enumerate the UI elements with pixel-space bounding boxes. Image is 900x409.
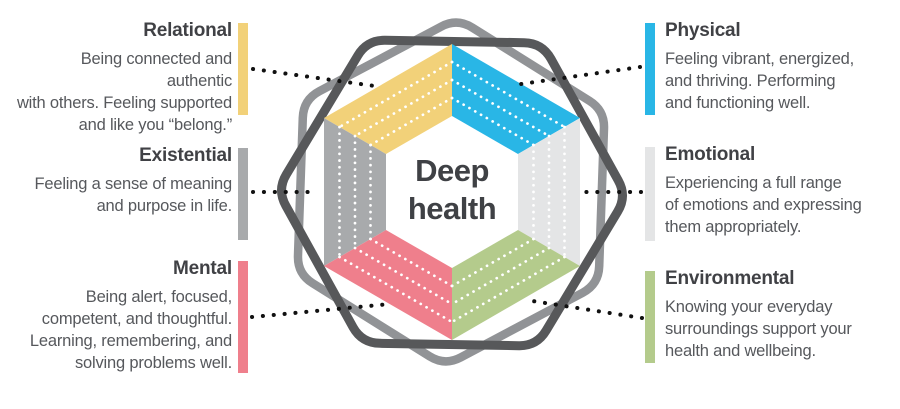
dimension-description-emotional: Experiencing a full range of emotions an…: [665, 174, 862, 236]
entry-relational: Relational Being connected and authentic…: [14, 21, 248, 136]
segment-environmental: [452, 230, 580, 340]
entry-existential: Existential Feeling a sense of meaning a…: [14, 146, 248, 240]
leader-physical: [519, 65, 642, 86]
physical-color-bar: [645, 23, 655, 115]
outline-hexagon-light: [293, 18, 609, 366]
dimension-title-environmental: Environmental: [665, 268, 795, 289]
leader-relational: [251, 67, 377, 88]
dimension-description-relational: Being connected and authentic with other…: [16, 50, 232, 134]
dimension-title-physical: Physical: [665, 20, 741, 41]
leader-environmental: [524, 298, 644, 320]
center-label: Deep health: [407, 153, 497, 226]
relational-color-bar: [238, 23, 248, 115]
entry-emotional: Emotional Experiencing a full range of e…: [645, 145, 897, 241]
outline-hexagon-dark: [277, 35, 627, 351]
segment-dotted-lines: [338, 60, 566, 324]
dimension-description-environmental: Knowing your everyday surroundings suppo…: [665, 298, 852, 360]
emotional-color-bar: [645, 147, 655, 241]
dimension-title-emotional: Emotional: [665, 144, 756, 165]
entry-mental: Mental Being alert, focused, competent, …: [14, 259, 248, 374]
dimension-description-existential: Feeling a sense of meaning and purpose i…: [34, 175, 232, 215]
mental-color-bar: [238, 261, 248, 373]
entry-environmental: Environmental Knowing your everyday surr…: [645, 269, 897, 363]
segment-mental: [324, 230, 452, 340]
entry-physical: Physical Feeling vibrant, energized, and…: [645, 21, 897, 115]
dimension-title-relational: Relational: [143, 20, 232, 41]
dimension-description-mental: Being alert, focused, competent, and tho…: [29, 288, 232, 372]
environmental-color-bar: [645, 271, 655, 363]
leader-lines: [250, 65, 644, 320]
dimension-title-mental: Mental: [173, 258, 232, 279]
leader-mental: [250, 302, 392, 319]
existential-color-bar: [238, 148, 248, 240]
dimension-title-existential: Existential: [139, 145, 232, 166]
dimension-description-physical: Feeling vibrant, energized, and thriving…: [665, 50, 855, 112]
